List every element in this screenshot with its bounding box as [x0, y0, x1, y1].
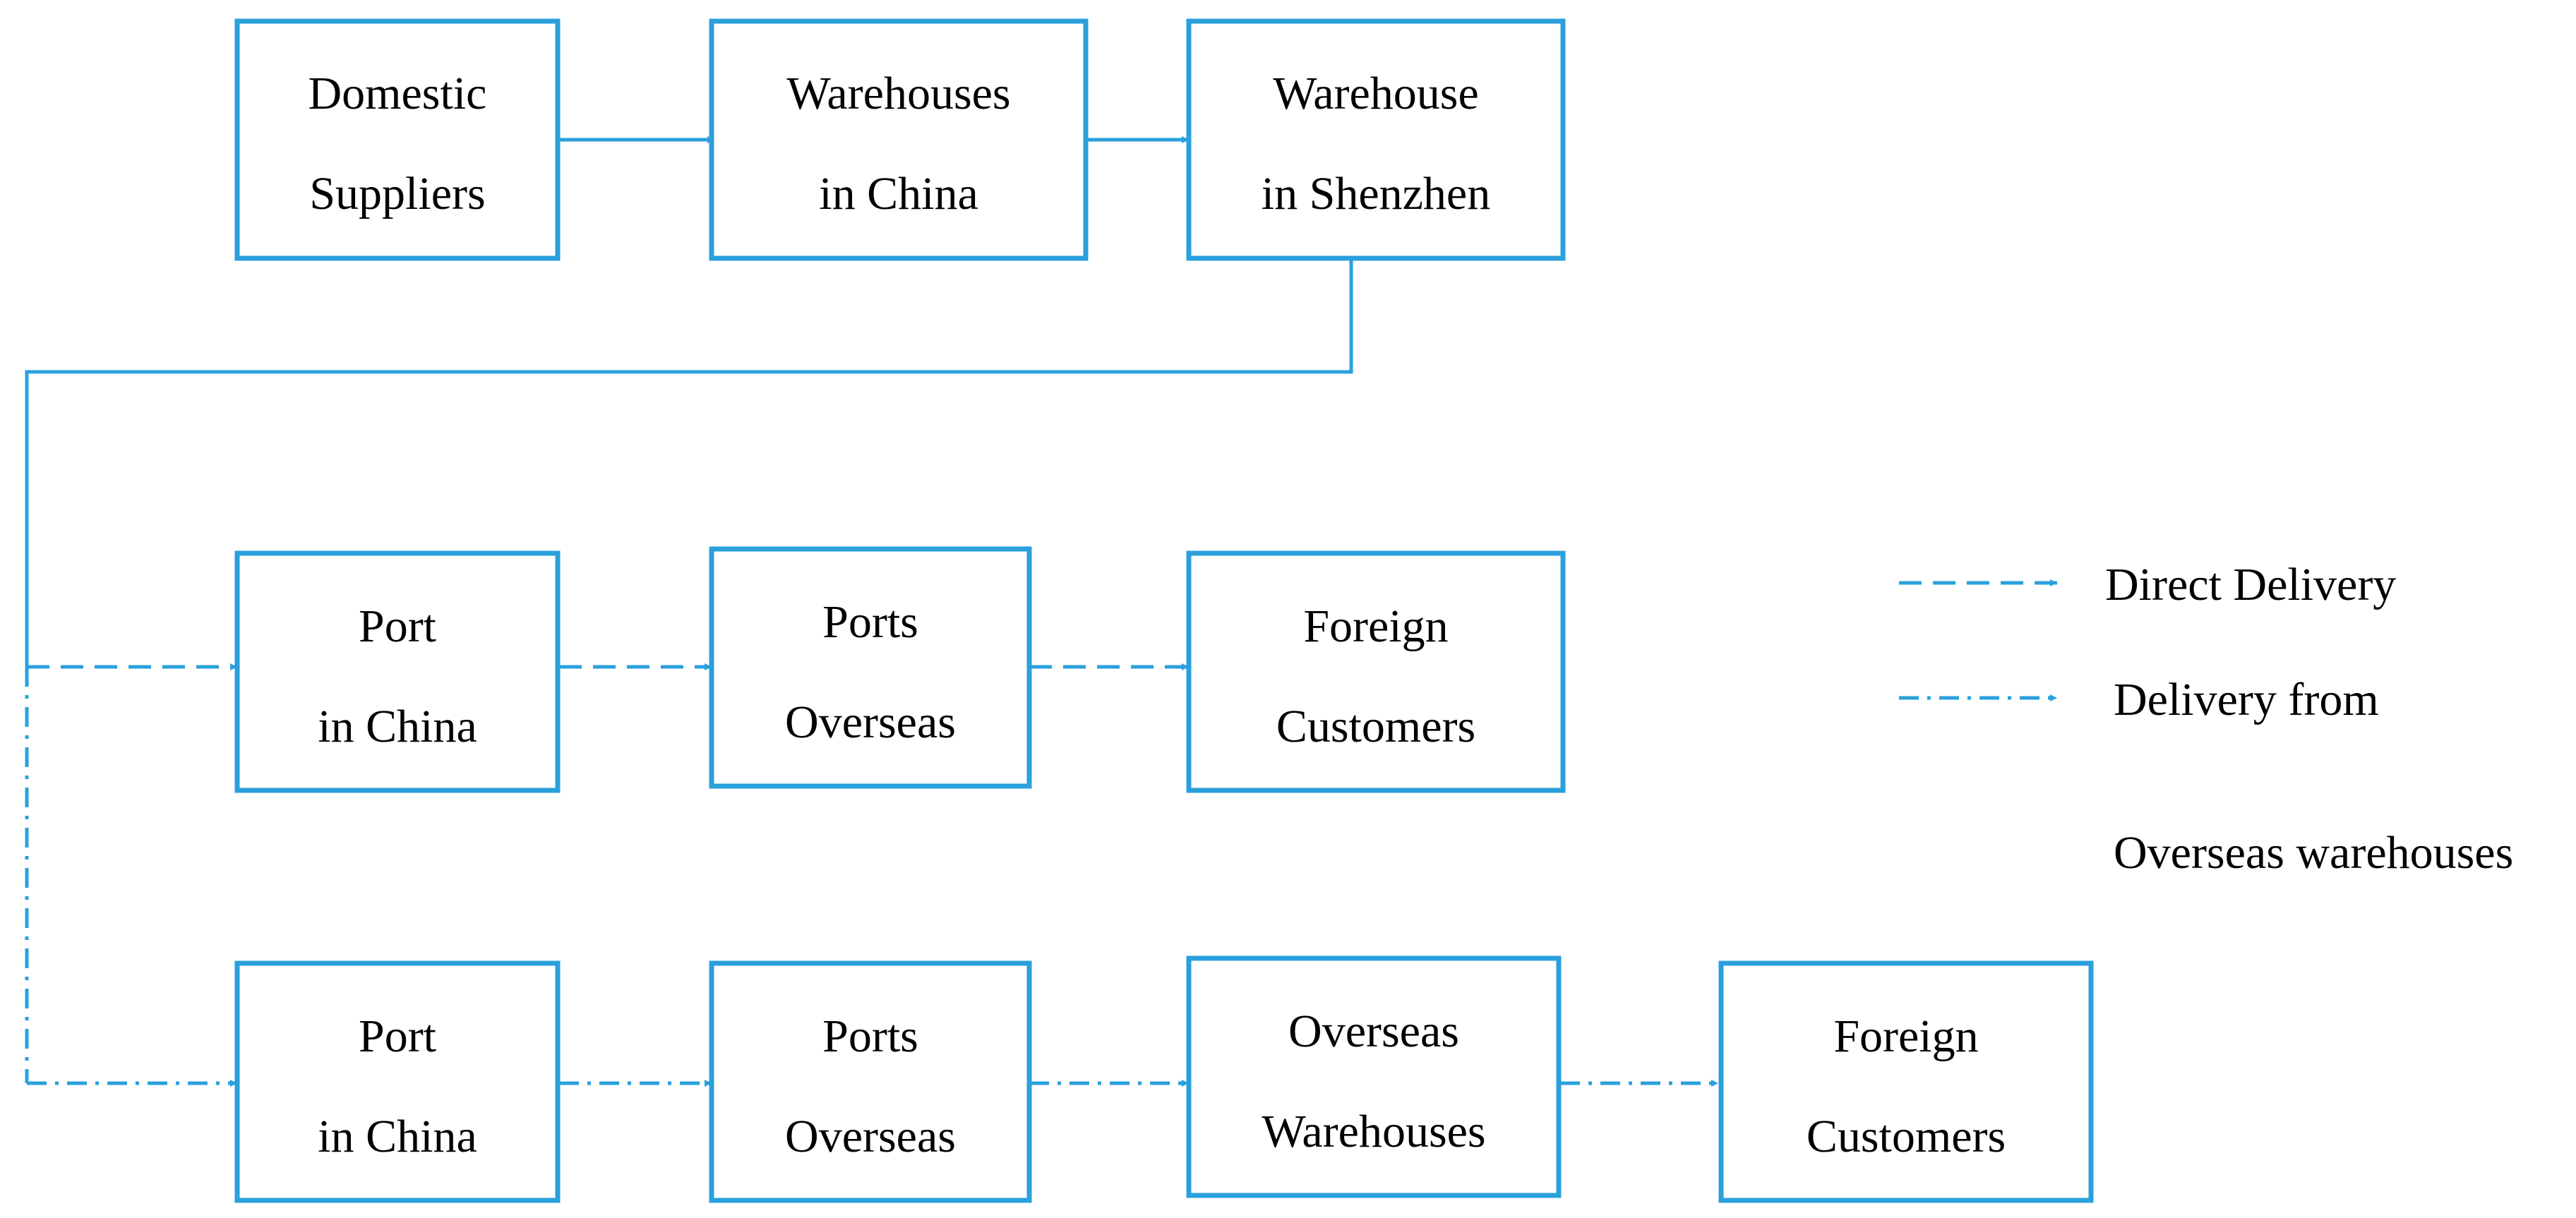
label-ow-overseas-warehouses-1: Overseas: [1288, 1006, 1459, 1057]
label-ow-foreign-customers-1: Foreign: [1833, 1011, 1978, 1062]
label-ow-ports-overseas-2: Overseas: [785, 1111, 956, 1162]
connector-shenzhen-to-left-rail: [25, 260, 1353, 667]
legend-direct-delivery-label: Direct Delivery: [2105, 559, 2396, 610]
box-ow-port-in-china: [234, 960, 561, 1203]
box-ow-foreign-customers: [1718, 960, 2094, 1203]
label-direct-foreign-customers-2: Customers: [1276, 701, 1475, 752]
label-ow-port-china-2: in China: [318, 1111, 477, 1162]
legend-overseas-label-line1: Delivery from: [2114, 674, 2379, 725]
label-ow-port-china-1: Port: [359, 1011, 436, 1062]
label-warehouses-china-1: Warehouses: [786, 68, 1010, 119]
label-ow-ports-overseas-1: Ports: [822, 1011, 918, 1062]
box-domestic-suppliers: [234, 18, 561, 261]
label-domestic-suppliers-2: Suppliers: [309, 168, 485, 219]
legend: Direct Delivery Delivery from Overseas w…: [2105, 559, 2513, 879]
label-domestic-suppliers-1: Domestic: [308, 68, 487, 119]
label-direct-port-china-1: Port: [359, 601, 436, 652]
box-direct-port-in-china: [234, 550, 561, 793]
label-ow-foreign-customers-2: Customers: [1807, 1111, 2006, 1162]
label-direct-foreign-customers-1: Foreign: [1303, 601, 1448, 652]
label-warehouse-shenzhen-1: Warehouse: [1273, 68, 1479, 119]
legend-overseas-label-line2: Overseas warehouses: [2114, 827, 2513, 879]
label-ow-overseas-warehouses-2: Warehouses: [1262, 1106, 1485, 1157]
label-direct-ports-overseas-1: Ports: [822, 596, 918, 648]
box-direct-ports-overseas: [709, 546, 1032, 789]
label-direct-port-china-2: in China: [318, 701, 477, 752]
box-ow-overseas-warehouses: [1186, 955, 1562, 1198]
box-warehouse-in-shenzhen: [1186, 18, 1566, 261]
label-warehouse-shenzhen-2: in Shenzhen: [1262, 168, 1490, 219]
box-warehouses-in-china: [709, 18, 1089, 261]
box-ow-ports-overseas: [709, 960, 1032, 1203]
label-warehouses-china-2: in China: [819, 168, 978, 219]
box-direct-foreign-customers: [1186, 550, 1566, 793]
label-direct-ports-overseas-2: Overseas: [785, 697, 956, 748]
